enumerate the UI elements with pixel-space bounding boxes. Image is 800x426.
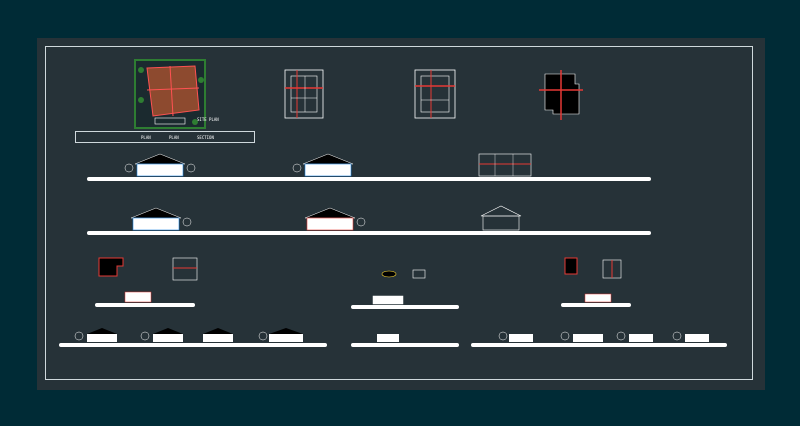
ground-line-7 xyxy=(351,343,459,347)
drawing-canvas[interactable]: SITE PLAN xyxy=(37,38,765,390)
caption-b: PLAN xyxy=(169,135,179,140)
ground-line-8 xyxy=(471,343,727,347)
bottom-elevation-mid[interactable] xyxy=(373,330,403,344)
ground-line-5 xyxy=(561,303,631,307)
ground-line-6 xyxy=(59,343,327,347)
sheet-border xyxy=(45,46,753,380)
floor-plan-2[interactable] xyxy=(413,68,457,120)
site-plan-title: SITE PLAN xyxy=(197,117,219,122)
ground-line-4 xyxy=(351,305,459,309)
small-elevation-2[interactable] xyxy=(371,294,405,306)
elevation-1b[interactable] xyxy=(292,153,363,178)
ground-line-2 xyxy=(87,231,651,235)
detail-plan-red[interactable] xyxy=(97,256,127,278)
small-elevation-1[interactable] xyxy=(123,288,153,304)
detail-small-1[interactable] xyxy=(381,270,397,278)
elevation-2a[interactable] xyxy=(121,207,192,232)
ground-line-1 xyxy=(87,177,651,181)
elevation-1a[interactable] xyxy=(124,153,196,178)
site-plan-title-block xyxy=(75,131,255,143)
bottom-elevations-right[interactable] xyxy=(498,328,719,344)
caption-c: SECTION xyxy=(197,135,214,140)
detail-plan-4[interactable] xyxy=(601,258,623,280)
section-2[interactable] xyxy=(477,205,525,232)
elevation-2b[interactable] xyxy=(295,207,366,232)
detail-plan-3[interactable] xyxy=(563,256,579,278)
section-1[interactable] xyxy=(475,150,535,178)
floor-plan-1[interactable] xyxy=(283,68,325,120)
caption-a: PLAN xyxy=(141,135,151,140)
ground-line-3 xyxy=(95,303,195,307)
detail-small-2[interactable] xyxy=(411,268,427,280)
detail-plan-2[interactable] xyxy=(171,256,199,282)
site-plan[interactable] xyxy=(134,59,206,129)
bottom-elevations-left[interactable] xyxy=(73,328,327,344)
small-elevation-3[interactable] xyxy=(583,290,613,304)
roof-plan[interactable] xyxy=(539,70,583,120)
